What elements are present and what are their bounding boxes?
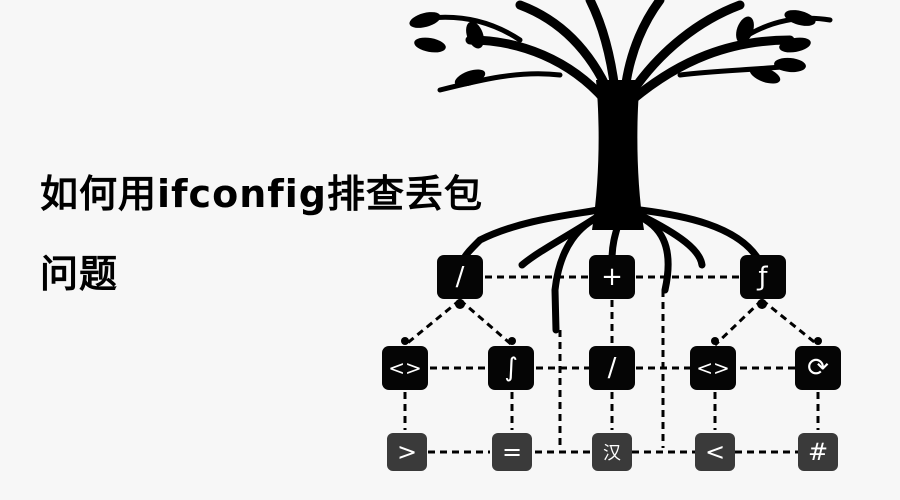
equals-icon: = [492,433,532,471]
plus-icon: + [589,255,635,299]
glyph-icon: 汉 [592,433,632,471]
cycle-icon: ⟳ [795,346,841,390]
brackets-icon: <> [690,346,736,390]
greater-than-icon: > [387,433,427,471]
slash-icon: / [589,346,635,390]
page-title-line-1: 如何用ifconfig排查丢包 [40,172,484,216]
leaf-icon [409,10,816,87]
page-title-line-2: 问题 [40,252,119,296]
function-icon: ƒ [740,255,786,299]
slash-icon: / [437,255,483,299]
hash-icon: # [798,433,838,471]
less-than-icon: < [695,433,735,471]
code-icon: <> [382,346,428,390]
integral-icon: ∫ [488,346,534,390]
